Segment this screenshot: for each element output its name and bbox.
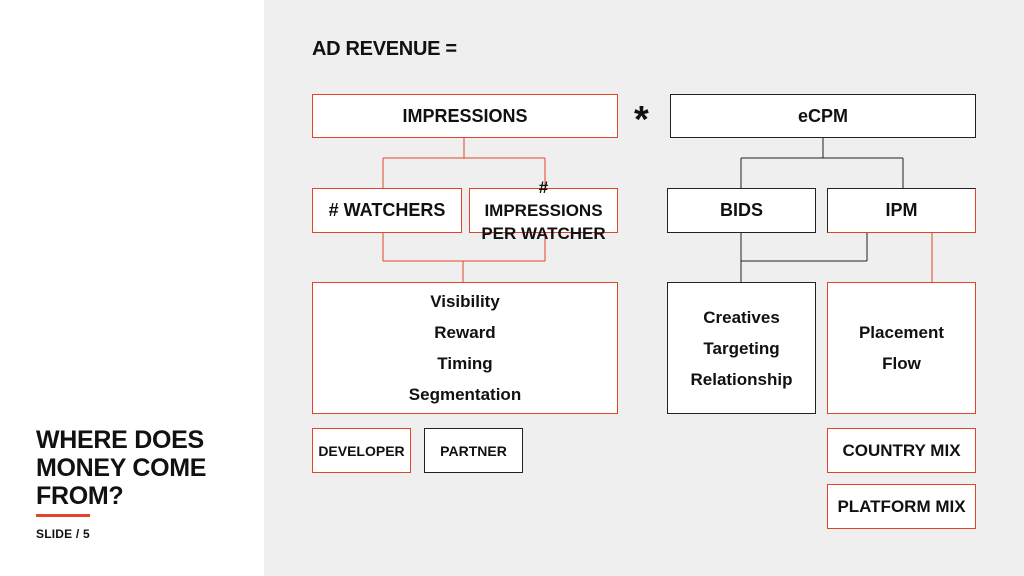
- factor-targeting: Targeting: [703, 338, 780, 358]
- factor-reward: Reward: [434, 323, 496, 342]
- bids-factors-box: Creatives Targeting Relationship: [667, 282, 816, 414]
- left-panel: WHERE DOES MONEY COME FROM? SLIDE / 5: [0, 0, 264, 576]
- factor-relationship: Relationship: [690, 369, 793, 389]
- platform-mix-label: PLATFORM MIX: [837, 497, 966, 516]
- slide-number: SLIDE / 5: [36, 527, 90, 541]
- formula-label: AD REVENUE =: [312, 38, 457, 60]
- country-mix-label: COUNTRY MIX: [842, 441, 961, 460]
- factor-placement: Placement: [858, 323, 945, 342]
- country-mix-box: COUNTRY MIX: [827, 428, 976, 473]
- factor-visibility: Visibility: [430, 292, 500, 311]
- ecpm-box: eCPM: [670, 94, 976, 138]
- bids-box: BIDS: [667, 188, 816, 233]
- developer-label: DEVELOPER: [318, 442, 405, 459]
- ipm-box: IPM: [827, 188, 976, 233]
- factor-timing: Timing: [437, 354, 493, 373]
- slide-title: WHERE DOES MONEY COME FROM?: [36, 426, 207, 510]
- ecpm-label: eCPM: [797, 105, 848, 126]
- impressions-per-watcher-label: # IMPRESSIONS PER WATCHER: [481, 178, 606, 243]
- title-underline: [36, 514, 90, 517]
- factor-creatives: Creatives: [703, 307, 780, 327]
- multiply-symbol: *: [634, 99, 649, 141]
- watchers-label: # WATCHERS: [328, 200, 446, 220]
- ipm-label: IPM: [885, 200, 918, 220]
- developer-box: DEVELOPER: [312, 428, 411, 473]
- impressions-box: IMPRESSIONS: [312, 94, 618, 138]
- watchers-box: # WATCHERS: [312, 188, 462, 233]
- platform-mix-box: PLATFORM MIX: [827, 484, 976, 529]
- partner-box: PARTNER: [424, 428, 523, 473]
- bids-label: BIDS: [719, 200, 763, 220]
- ipm-factors-box: Placement Flow: [827, 282, 976, 414]
- engagement-factors-box: Visibility Reward Timing Segmentation: [312, 282, 618, 414]
- factor-segmentation: Segmentation: [408, 385, 522, 404]
- factor-flow: Flow: [882, 354, 921, 373]
- impressions-per-watcher-box: # IMPRESSIONS PER WATCHER: [469, 178, 618, 243]
- partner-label: PARTNER: [440, 442, 507, 459]
- impressions-label: IMPRESSIONS: [402, 105, 528, 126]
